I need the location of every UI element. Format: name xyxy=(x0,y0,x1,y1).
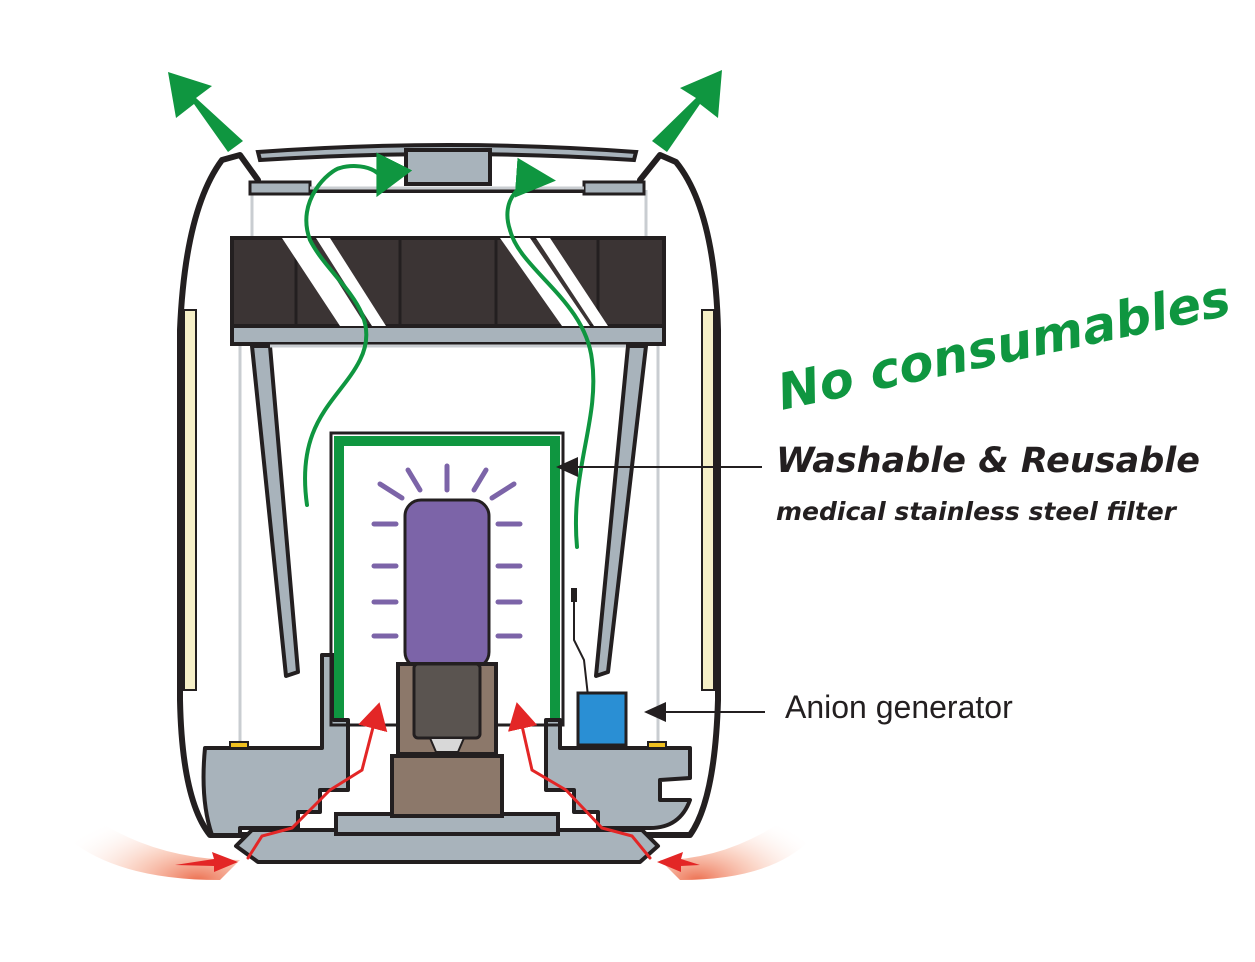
filter-callout-title: Washable & Reusable xyxy=(776,441,1200,481)
intake-glow-right xyxy=(660,800,810,880)
anion-generator xyxy=(571,588,628,747)
anion-callout-label: Anion generator xyxy=(785,689,1013,725)
filter-callout-subtitle: medical stainless steel filter xyxy=(776,497,1178,526)
intake-arrow-right xyxy=(657,852,700,872)
uv-rays xyxy=(371,463,523,639)
inner-struts xyxy=(250,344,648,678)
airflow-intake xyxy=(246,702,652,860)
top-lid xyxy=(248,143,646,196)
intake-glow-left xyxy=(70,800,240,880)
lamp-base xyxy=(390,662,504,818)
airflow-outflow xyxy=(303,152,596,549)
fan-blades xyxy=(230,236,666,346)
base-housing xyxy=(201,653,692,864)
uv-lamp xyxy=(371,463,523,670)
headline-no-consumables: No consumables xyxy=(772,269,1235,422)
intake-arrow-left xyxy=(175,852,238,872)
exhaust-arrow-left xyxy=(168,72,243,152)
exhaust-arrow-right xyxy=(652,70,722,152)
